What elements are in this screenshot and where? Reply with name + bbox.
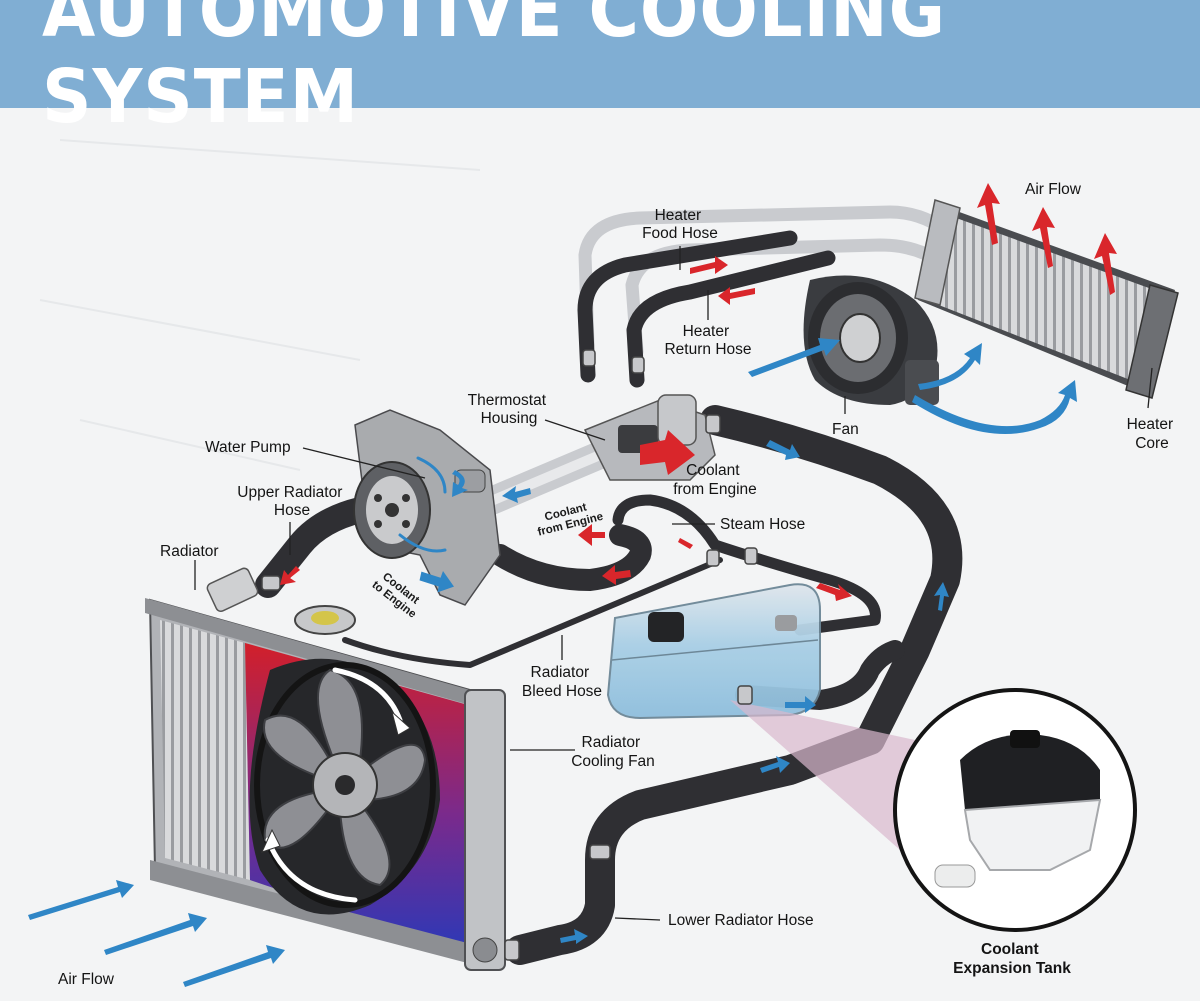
air-flow-bottom-label: Air Flow <box>58 971 115 988</box>
water-pump <box>353 409 501 606</box>
leader-lines <box>194 246 1153 921</box>
heater-core-label: Heater Core <box>1127 416 1178 452</box>
radiator-bleed-hose-label: Radiator Bleed Hose <box>522 664 602 700</box>
radiator-bleed-hose <box>342 557 723 668</box>
rotation-arrow-heads <box>261 710 411 853</box>
heater-food-hose-label: Heater Food Hose <box>642 207 718 242</box>
steam-hose-label: Steam Hose <box>720 516 805 533</box>
expansion-tank <box>606 583 821 720</box>
heater-core <box>914 199 1179 399</box>
heater-food-hose <box>577 230 798 383</box>
heater-return-hose <box>626 250 836 388</box>
heater-return-hose-label: Heater Return Hose <box>664 323 751 358</box>
cooling-system-diagram: Air Flow Heater Food Hose Heater Return … <box>28 139 1179 988</box>
upper-loop-hose <box>505 405 963 965</box>
upper-radiator-hose-label: Upper Radiator Hose <box>237 484 346 519</box>
page-title: AUTOMOTIVE COOLING SYSTEM <box>42 0 947 140</box>
tank-outlet-hose <box>735 640 905 710</box>
radiator-cooling-fan-label: Radiator Cooling Fan <box>571 734 655 770</box>
title-banner: AUTOMOTIVE COOLING SYSTEM <box>0 0 1200 140</box>
heater-fan <box>803 275 939 405</box>
radiator-inlet-neck <box>206 567 259 612</box>
coolant-from-engine-arrow <box>640 430 695 475</box>
hose-clamps <box>261 349 758 961</box>
labels: Air Flow Heater Food Hose Heater Return … <box>58 181 1178 988</box>
hot-coolant-arrows <box>280 183 1117 601</box>
thermostat-housing-label: Thermostat Housing <box>468 392 551 427</box>
coolant-from-engine-label: Coolant from Engine <box>673 462 757 498</box>
coolant-to-engine-label: Coolant to Engine <box>370 569 427 621</box>
steam-hose <box>612 494 881 636</box>
fan-intake-arrow <box>748 338 840 377</box>
radiator-cap <box>294 605 356 635</box>
tank-callout <box>730 688 1137 932</box>
air-flow-top-label: Air Flow <box>1025 181 1082 198</box>
radiator-cooling-fan <box>249 658 440 915</box>
fan-label: Fan <box>832 421 859 438</box>
lower-radiator-hose-label: Lower Radiator Hose <box>668 912 814 929</box>
water-pump-label: Water Pump <box>205 439 291 456</box>
radiator-label: Radiator <box>160 543 219 560</box>
background-sketch <box>39 139 481 471</box>
coolant-expansion-tank-label: Coolant Expansion Tank <box>953 941 1071 977</box>
upper-radiator-hose <box>255 497 373 598</box>
rotation-arrows <box>265 456 447 903</box>
cool-coolant-arrows <box>28 338 1077 987</box>
